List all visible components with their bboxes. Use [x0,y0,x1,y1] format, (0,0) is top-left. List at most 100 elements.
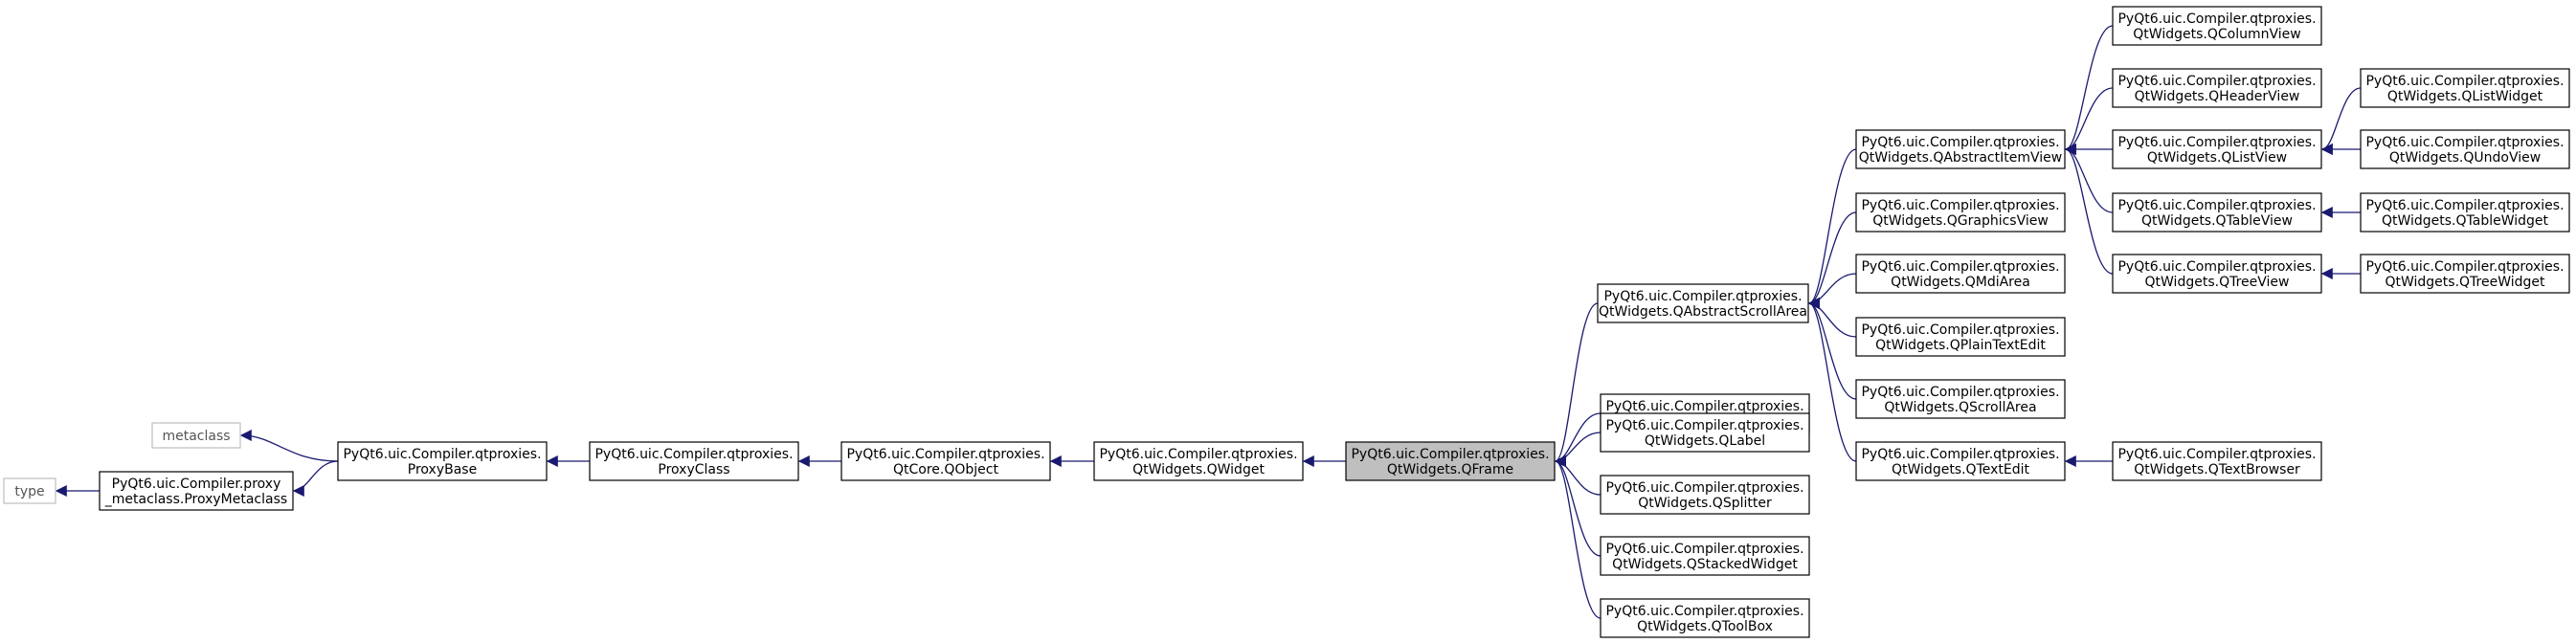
class-node-label-line: PyQt6.uic.Compiler.qtproxies. [2117,135,2316,150]
class-node-qcolumnview[interactable]: PyQt6.uic.Compiler.qtproxies.QtWidgets.Q… [2112,6,2322,46]
class-node-label-line: QtWidgets.QListView [2147,150,2287,166]
class-node-qplaintextedit[interactable]: PyQt6.uic.Compiler.qtproxies.QtWidgets.Q… [1855,317,2066,357]
class-node-label-line: PyQt6.uic.Compiler.qtproxies. [1605,542,1803,557]
inheritance-edge-qplaintextedit-to-qabstractscrollarea [1807,298,1857,338]
class-node-qlistview[interactable]: PyQt6.uic.Compiler.qtproxies.QtWidgets.Q… [2112,129,2322,169]
class-node-qobject[interactable]: PyQt6.uic.Compiler.qtproxies.QtCore.QObj… [840,441,1051,481]
class-node-label-line: QtWidgets.QColumnView [2133,27,2300,42]
class-node-qtoolbox[interactable]: PyQt6.uic.Compiler.qtproxies.QtWidgets.Q… [1600,598,1810,638]
class-node-label-line: QtWidgets.QTableView [2141,213,2293,229]
class-node-label-line: PyQt6.uic.Compiler.qtproxies. [1605,604,1803,619]
class-node-label-line: ProxyBase [408,462,477,477]
class-node-qheaderview[interactable]: PyQt6.uic.Compiler.qtproxies.QtWidgets.Q… [2112,68,2322,108]
class-node-qstackedwidget[interactable]: PyQt6.uic.Compiler.qtproxies.QtWidgets.Q… [1600,536,1810,576]
inheritance-edge-qsplitter-to-qframe [1554,455,1602,496]
class-node-label-line: QtWidgets.QStackedWidget [1612,557,1798,572]
class-node-qtextbrowser[interactable]: PyQt6.uic.Compiler.qtproxies.QtWidgets.Q… [2112,441,2322,481]
class-node-label-line: QtWidgets.QHeaderView [2135,89,2300,104]
inheritance-edge-qlistwidget-to-qlistview [2320,87,2362,155]
class-node-label-line: PyQt6.uic.Compiler.qtproxies. [2117,259,2316,275]
class-node-qlabel[interactable]: PyQt6.uic.Compiler.qtproxies.QtWidgets.Q… [1600,412,1810,453]
class-node-qmdiarea[interactable]: PyQt6.uic.Compiler.qtproxies.QtWidgets.Q… [1855,254,2066,294]
class-node-box [1855,192,2066,233]
class-node-label-line: PyQt6.uic.Compiler.qtproxies. [1861,385,2059,400]
class-node-label-line: _metaclass.ProxyMetaclass [104,492,287,507]
class-node-label-line: QtCore.QObject [893,462,998,477]
class-node-qtableview[interactable]: PyQt6.uic.Compiler.qtproxies.QtWidgets.Q… [2112,192,2322,233]
class-node-label-line: QtWidgets.QTableWidget [2382,213,2549,229]
inheritance-edge-qmdiarea-to-qabstractscrollarea [1807,273,1857,309]
class-node-metaclass[interactable]: metaclass [151,422,241,449]
inheritance-edge-qabstractitemview-to-qabstractscrollarea [1807,148,1857,309]
class-node-label-line: PyQt6.uic.Compiler.qtproxies. [1861,135,2059,150]
class-node-type[interactable]: type [3,477,56,504]
class-node-box [1600,412,1810,453]
class-node-box [2360,192,2570,233]
class-node-qsplitter[interactable]: PyQt6.uic.Compiler.qtproxies.QtWidgets.Q… [1600,475,1810,515]
class-node-label-line: PyQt6.uic.Compiler.qtproxies. [2365,74,2564,89]
class-node-box [2112,129,2322,169]
class-node-label-line: PyQt6.uic.Compiler.qtproxies. [594,447,793,462]
class-node-label-line: PyQt6.uic.Compiler.qtproxies. [1351,447,1549,462]
class-node-qtreeview[interactable]: PyQt6.uic.Compiler.qtproxies.QtWidgets.Q… [2112,254,2322,294]
class-node-qtreewidget[interactable]: PyQt6.uic.Compiler.qtproxies.QtWidgets.Q… [2360,254,2570,294]
inheritance-edge-qstackedwidget-to-qframe [1554,455,1602,557]
class-node-label-line: PyQt6.uic.Compiler.qtproxies. [1861,259,2059,275]
class-node-box [1600,475,1810,515]
class-node-label-line: PyQt6.uic.Compiler.qtproxies. [2117,11,2316,27]
class-node-qabstractitemview[interactable]: PyQt6.uic.Compiler.qtproxies.QtWidgets.Q… [1855,129,2066,169]
class-node-box [2112,6,2322,46]
class-node-box [589,441,799,481]
class-node-qlistwidget[interactable]: PyQt6.uic.Compiler.qtproxies.QtWidgets.Q… [2360,68,2570,108]
class-node-proxyclass[interactable]: PyQt6.uic.Compiler.qtproxies.ProxyClass [589,441,799,481]
class-node-box [2360,254,2570,294]
class-node-proxybase[interactable]: PyQt6.uic.Compiler.qtproxies.ProxyBase [337,441,548,481]
class-node-label-line: PyQt6.uic.Compiler.qtproxies. [2365,259,2564,275]
class-node-qframe[interactable]: PyQt6.uic.Compiler.qtproxies.QtWidgets.Q… [1345,441,1556,481]
class-node-proxymetaclass[interactable]: PyQt6.uic.Compiler.proxy_metaclass.Proxy… [99,471,294,511]
class-node-label-line: PyQt6.uic.Compiler.qtproxies. [846,447,1044,462]
class-node-label-line: QtWidgets.QAbstractScrollArea [1599,304,1807,320]
class-node-label-line: QtWidgets.QScrollArea [1884,400,2036,415]
class-node-box [99,471,294,511]
class-node-qabstractscrollarea[interactable]: PyQt6.uic.Compiler.qtproxies.QtWidgets.Q… [1597,283,1809,323]
class-node-label-line: QtWidgets.QTreeWidget [2385,275,2545,290]
class-node-label-line: QtWidgets.QFrame [1387,462,1513,477]
class-node-qtablewidget[interactable]: PyQt6.uic.Compiler.qtproxies.QtWidgets.Q… [2360,192,2570,233]
class-node-box [2360,129,2570,169]
inheritance-edge-qgraphicsview-to-qabstractscrollarea [1807,211,1857,309]
class-node-box [3,477,56,504]
class-node-qwidget[interactable]: PyQt6.uic.Compiler.qtproxies.QtWidgets.Q… [1093,441,1304,481]
class-node-qscrollarea[interactable]: PyQt6.uic.Compiler.qtproxies.QtWidgets.Q… [1855,379,2066,419]
class-node-qundoview[interactable]: PyQt6.uic.Compiler.qtproxies.QtWidgets.Q… [2360,129,2570,169]
class-node-box [1855,441,2066,481]
inheritance-edge-qscrollarea-to-qabstractscrollarea [1807,298,1857,400]
class-node-label-line: QtWidgets.QTextBrowser [2134,462,2300,477]
class-node-box [337,441,548,481]
class-node-label-line: PyQt6.uic.Compiler.qtproxies. [1861,322,2059,338]
class-node-label-line: PyQt6.uic.Compiler.qtproxies. [2117,198,2316,213]
class-node-label-line: PyQt6.uic.Compiler.qtproxies. [1099,447,1297,462]
class-node-box [1855,379,2066,419]
class-node-label-line: PyQt6.uic.Compiler.qtproxies. [2365,198,2564,213]
class-node-box [2112,68,2322,108]
class-node-label-line: QtWidgets.QTreeView [2145,275,2290,290]
class-node-label-line: PyQt6.uic.Compiler.qtproxies. [1861,447,2059,462]
class-node-label-line: metaclass [162,429,230,444]
class-node-label-line: PyQt6.uic.Compiler.qtproxies. [2365,135,2564,150]
class-node-box [1855,317,2066,357]
class-node-label-line: QtWidgets.QLabel [1645,433,1765,449]
class-node-label-line: PyQt6.uic.Compiler.qtproxies. [2117,447,2316,462]
class-node-box [1597,283,1809,323]
class-node-label-line: QtWidgets.QWidget [1132,462,1265,477]
class-node-qtextedit[interactable]: PyQt6.uic.Compiler.qtproxies.QtWidgets.Q… [1855,441,2066,481]
class-node-box [2112,192,2322,233]
class-node-label-line: QtWidgets.QTextEdit [1892,462,2030,477]
class-node-qgraphicsview[interactable]: PyQt6.uic.Compiler.qtproxies.QtWidgets.Q… [1855,192,2066,233]
class-node-label-line: PyQt6.uic.Compiler.qtproxies. [1605,418,1803,433]
class-node-label-line: QtWidgets.QToolBox [1637,619,1773,634]
class-node-label-line: PyQt6.uic.Compiler.qtproxies. [2117,74,2316,89]
class-node-label-line: PyQt6.uic.Compiler.proxy [112,477,281,492]
class-node-label-line: PyQt6.uic.Compiler.qtproxies. [1861,198,2059,213]
inheritance-edge-qabstractscrollarea-to-qframe [1554,302,1599,467]
